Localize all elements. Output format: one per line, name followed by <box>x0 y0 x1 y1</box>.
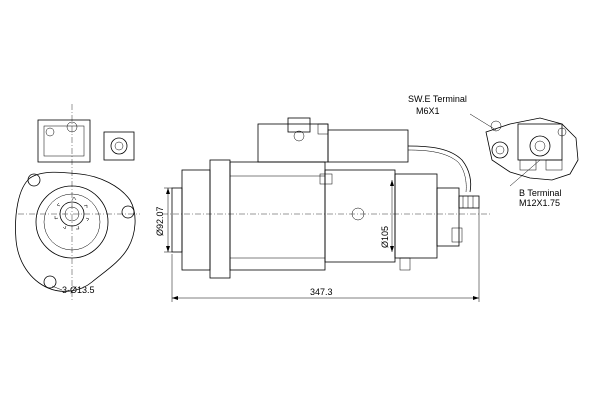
overall-length-label: 347.3 <box>310 287 333 297</box>
wire-harness <box>407 145 472 193</box>
rear-view-sw-terminal <box>491 141 509 159</box>
b-terminal-thread-label: M12X1.75 <box>519 198 560 208</box>
pilot-nose <box>171 187 183 253</box>
pilot-diameter-label: Ø92.07 <box>155 206 165 236</box>
solenoid-rear <box>327 129 409 163</box>
rear-view-bolt-2 <box>557 127 567 137</box>
front-view-solenoid <box>37 119 91 163</box>
end-cap <box>436 187 460 247</box>
motor-body <box>229 161 326 271</box>
rear-view-sw-terminal-stud <box>495 145 505 155</box>
mounting-hole-1 <box>27 173 41 187</box>
rear-view-bolt <box>490 120 502 132</box>
rear-view-connector <box>519 159 537 171</box>
front-view-solenoid-cap <box>43 125 85 157</box>
sw-terminal-thread-label: M6X1 <box>416 106 440 116</box>
rear-view-solenoid <box>517 123 563 161</box>
front-view-terminal-nut-2 <box>45 127 55 137</box>
pinion-teeth <box>54 196 90 230</box>
rear-view-b-terminal <box>529 135 551 157</box>
sw-terminal-name-label: SW.E Terminal <box>408 94 467 104</box>
front-view-b-terminal <box>110 137 128 155</box>
front-view-terminal-box <box>103 131 135 161</box>
drive-flange <box>209 159 231 279</box>
rear-view-b-terminal-stud <box>534 140 546 152</box>
solenoid-terminal-block <box>287 117 311 133</box>
commutator-housing <box>394 173 438 259</box>
solenoid-cap <box>317 123 329 135</box>
b-terminal-name-label: B Terminal <box>519 188 561 198</box>
rear-view: SW.E Terminal M6X1 B Terminal M12X1.75 <box>408 94 579 208</box>
end-bracket <box>451 227 463 243</box>
front-view: 3-Ø13.5 <box>15 104 140 300</box>
solenoid <box>257 123 329 163</box>
front-view-flange <box>15 171 136 292</box>
rear-stud <box>458 195 480 209</box>
mounting-hole-2 <box>121 205 135 219</box>
front-view-b-terminal-stud <box>114 141 124 151</box>
dimensions: 347.3 Ø92.07 Ø105 <box>155 180 480 302</box>
body-diameter-label: Ø105 <box>380 226 390 248</box>
mounting-hole-3 <box>43 275 57 289</box>
bottom-bracket <box>399 257 411 271</box>
mounting-holes-label: 3-Ø13.5 <box>62 285 95 295</box>
drive-housing <box>181 169 211 271</box>
rear-view-housing <box>485 117 579 181</box>
rear-view-connector-2 <box>545 159 563 171</box>
side-view <box>162 117 490 279</box>
solenoid-terminal-nut <box>293 130 305 142</box>
housing-bolt <box>319 173 333 185</box>
